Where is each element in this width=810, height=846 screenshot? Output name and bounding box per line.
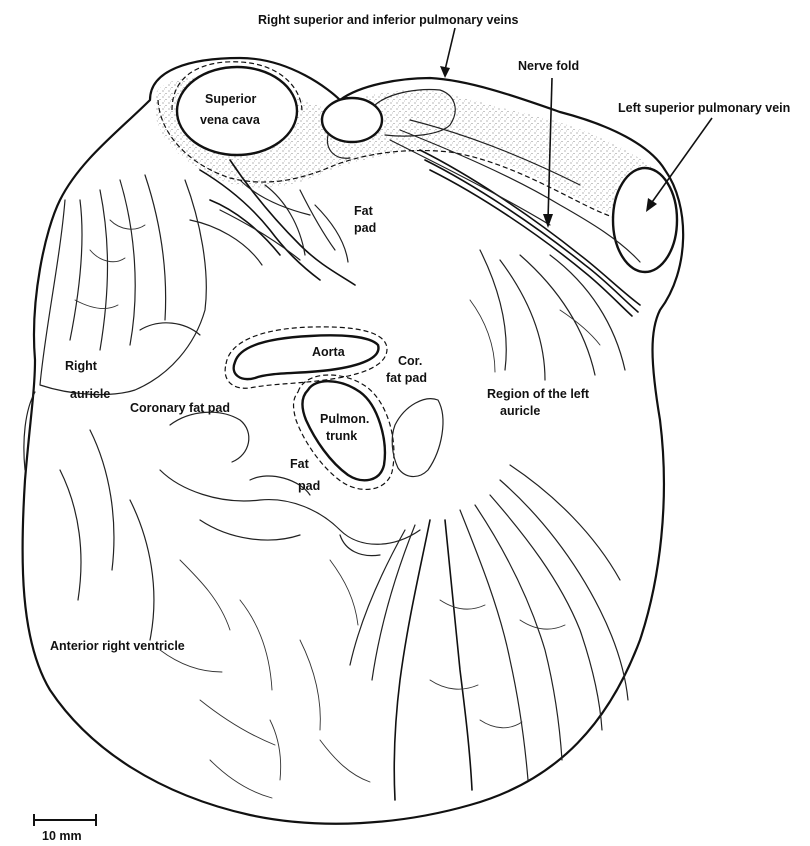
label-left-auricle-1: Region of the left [487, 387, 590, 401]
aorta [225, 327, 387, 388]
scale-bar: 10 mm [34, 814, 96, 843]
cor-fat-pad-lobe [392, 399, 443, 477]
label-coronary-fat-pad: Coronary fat pad [130, 401, 230, 415]
scale-bar-label: 10 mm [42, 829, 82, 843]
label-left-superior-pulmonary-vein: Left superior pulmonary vein [618, 101, 790, 115]
label-pulmon-trunk-1: Pulmon. [320, 412, 369, 426]
left-superior-pulmonary-vein [613, 168, 677, 272]
label-right-auricle-2: auricle [70, 387, 110, 401]
label-cor-fat-pad-1: Cor. [398, 354, 422, 368]
label-aorta: Aorta [312, 345, 346, 359]
label-fat-pad-center-1: Fat [290, 457, 310, 471]
label-superior-vena-cava-2: vena cava [200, 113, 261, 127]
label-right-auricle-1: Right [65, 359, 98, 373]
label-nerve-fold: Nerve fold [518, 59, 579, 73]
nerve-branches [60, 160, 628, 800]
label-superior-vena-cava-1: Superior [205, 92, 257, 106]
superior-vena-cava [172, 62, 302, 155]
label-right-pulmonary-veins: Right superior and inferior pulmonary ve… [258, 13, 519, 27]
label-fat-pad-top-1: Fat [354, 204, 374, 218]
label-fat-pad-center-2: pad [298, 479, 320, 493]
label-pulmon-trunk-2: trunk [326, 429, 357, 443]
label-cor-fat-pad-2: fat pad [386, 371, 427, 385]
label-anterior-right-ventricle: Anterior right ventricle [50, 639, 185, 653]
label-fat-pad-top-2: pad [354, 221, 376, 235]
label-left-auricle-2: auricle [500, 404, 540, 418]
